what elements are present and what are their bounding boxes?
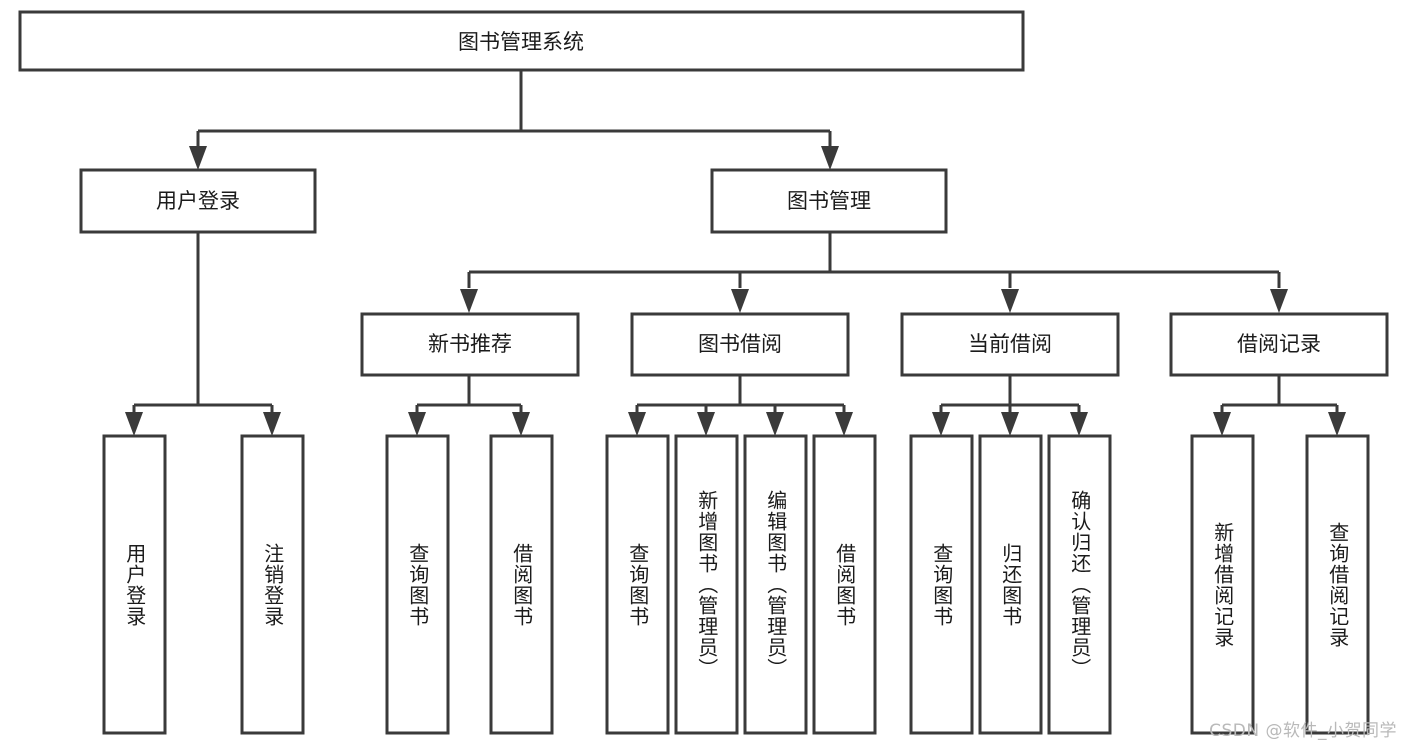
arrow-head-icon xyxy=(731,289,749,313)
node-book-management-label: 图书管理 xyxy=(787,189,871,213)
leaf-box-borrow-record-1[interactable] xyxy=(1305,434,1370,735)
leaf-box-borrow-record-0[interactable] xyxy=(1190,434,1255,735)
node-current-borrow-label: 当前借阅 xyxy=(968,332,1052,356)
node-user-login[interactable]: 用户登录 xyxy=(79,168,317,234)
connector-bookborrow-to-leaves xyxy=(628,375,853,436)
arrow-head-icon xyxy=(1213,412,1231,436)
leaf-box-book-borrow-3[interactable] xyxy=(812,434,877,735)
leaf-box-current-borrow-2[interactable] xyxy=(1047,434,1112,735)
node-new-book-recommend-box xyxy=(360,312,580,377)
leaf-box-book-borrow-2[interactable] xyxy=(743,434,808,735)
node-current-borrow-box xyxy=(900,312,1120,377)
node-root-label: 图书管理系统 xyxy=(458,30,584,54)
connector-bookmgmt-to-level3 xyxy=(460,232,1288,313)
arrow-head-icon xyxy=(1001,289,1019,313)
arrow-head-icon xyxy=(835,412,853,436)
arrow-head-icon xyxy=(1001,412,1019,436)
node-user-login-label: 用户登录 xyxy=(156,189,240,213)
connector-root-to-level2 xyxy=(189,70,839,170)
leaf-box-user-login-0[interactable] xyxy=(102,434,167,735)
node-book-management-box xyxy=(710,168,948,234)
node-user-login-box xyxy=(79,168,317,234)
leaf-box-book-borrow-0[interactable] xyxy=(605,434,670,735)
leaf-box-current-borrow-0[interactable] xyxy=(909,434,974,735)
arrow-head-icon xyxy=(1328,412,1346,436)
arrow-head-icon xyxy=(189,146,207,170)
leaf-box-book-borrow-1[interactable] xyxy=(674,434,739,735)
arrow-head-icon xyxy=(821,146,839,170)
connector-userlogin-to-leaves xyxy=(125,232,281,436)
node-new-book-recommend[interactable]: 新书推荐 xyxy=(360,312,580,377)
arrow-head-icon xyxy=(408,412,426,436)
arrow-head-icon xyxy=(628,412,646,436)
leaf-box-new-book-1[interactable] xyxy=(489,434,554,735)
node-borrow-record[interactable]: 借阅记录 xyxy=(1169,312,1389,377)
node-book-borrow-label: 图书借阅 xyxy=(698,332,782,356)
arrow-head-icon xyxy=(1270,289,1288,313)
arrow-head-icon xyxy=(263,412,281,436)
arrow-head-icon xyxy=(512,412,530,436)
arrow-head-icon xyxy=(1070,412,1088,436)
node-book-management[interactable]: 图书管理 xyxy=(710,168,948,234)
node-borrow-record-box xyxy=(1169,312,1389,377)
node-root-box xyxy=(18,10,1025,72)
node-book-borrow[interactable]: 图书借阅 xyxy=(630,312,850,377)
arrow-head-icon xyxy=(697,412,715,436)
node-current-borrow[interactable]: 当前借阅 xyxy=(900,312,1120,377)
connector-borrowrecord-to-leaves xyxy=(1213,375,1346,436)
node-root-system[interactable]: 图书管理系统 xyxy=(18,10,1025,72)
arrow-head-icon xyxy=(125,412,143,436)
arrow-head-icon xyxy=(766,412,784,436)
connector-newbook-to-leaves xyxy=(408,375,530,436)
arrow-head-icon xyxy=(932,412,950,436)
node-book-borrow-box xyxy=(630,312,850,377)
leaf-box-user-login-1[interactable] xyxy=(240,434,305,735)
connector-currentborrow-to-leaves xyxy=(932,375,1088,436)
node-borrow-record-label: 借阅记录 xyxy=(1237,332,1321,356)
arrow-head-icon xyxy=(460,289,478,313)
leaf-box-new-book-0[interactable] xyxy=(385,434,450,735)
node-new-book-recommend-label: 新书推荐 xyxy=(428,332,512,356)
csdn-watermark: CSDN @软件_小贺同学 xyxy=(1209,721,1397,741)
leaf-box-current-borrow-1[interactable] xyxy=(978,434,1043,735)
